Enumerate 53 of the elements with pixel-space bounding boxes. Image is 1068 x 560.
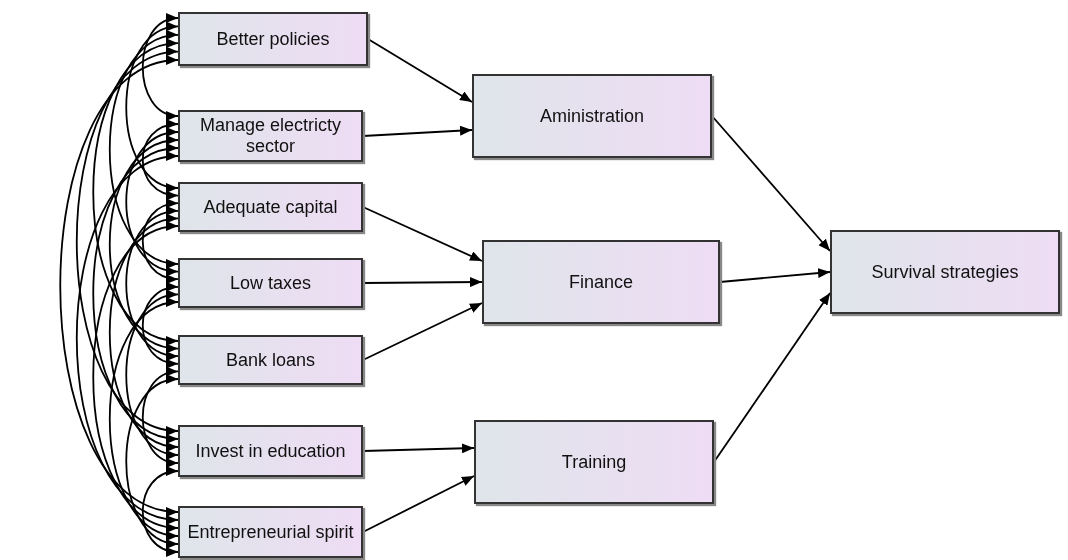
variable-label: Adequate capital	[203, 196, 338, 218]
variable-box	[830, 230, 1060, 314]
variable-label: Survival strategies	[871, 261, 1019, 283]
double-headed-arrow	[125, 291, 179, 458]
double-headed-arrow	[141, 120, 179, 199]
variable-label: Aministration	[539, 105, 644, 127]
arrow	[362, 125, 473, 137]
double-headed-arrow	[92, 223, 179, 531]
double-headed-arrow	[108, 216, 179, 450]
double-headed-arrow	[125, 23, 179, 191]
variable-label: Manage electricty sector	[198, 115, 343, 157]
double-headed-arrow	[125, 129, 179, 275]
arrow	[367, 38, 473, 103]
variable-box	[178, 182, 363, 232]
variable-box	[474, 420, 714, 504]
variable-box	[178, 12, 368, 66]
double-headed-arrow	[108, 137, 179, 352]
arrow	[713, 292, 831, 463]
double-headed-arrow	[141, 368, 179, 466]
double-headed-arrow	[108, 299, 179, 539]
double-headed-arrow	[125, 208, 179, 359]
variable-label: Training	[561, 451, 627, 473]
variable-label: Low taxes	[229, 272, 311, 294]
arrow	[362, 475, 475, 533]
double-headed-arrow	[59, 58, 179, 514]
arrow	[719, 268, 831, 283]
double-headed-arrow	[75, 49, 179, 434]
variable-box	[178, 258, 363, 308]
arrow	[362, 277, 483, 288]
double-headed-arrow	[141, 283, 179, 368]
double-headed-arrow	[141, 15, 179, 119]
double-headed-arrow	[75, 153, 179, 523]
arrow	[362, 302, 483, 361]
variable-box	[178, 425, 363, 477]
double-headed-arrow	[92, 40, 179, 344]
variable-box	[178, 335, 363, 385]
variable-box	[178, 506, 363, 558]
variable-box	[472, 74, 712, 158]
variable-box	[482, 240, 720, 324]
arrow	[362, 206, 483, 262]
double-headed-arrow	[141, 467, 179, 556]
variable-label: Better policies	[216, 28, 330, 50]
arrow	[711, 115, 831, 252]
variable-label: Bank loans	[225, 349, 316, 371]
double-headed-arrow	[92, 145, 179, 442]
variable-box	[178, 110, 363, 162]
double-headed-arrow	[108, 32, 179, 267]
variable-label: Entrepreneurial spirit	[187, 521, 354, 543]
variable-label: Finance	[568, 271, 633, 293]
arrow	[362, 443, 475, 454]
double-headed-arrow	[125, 376, 179, 547]
double-headed-arrow	[141, 199, 179, 283]
variable-label: Invest in education	[195, 440, 346, 462]
